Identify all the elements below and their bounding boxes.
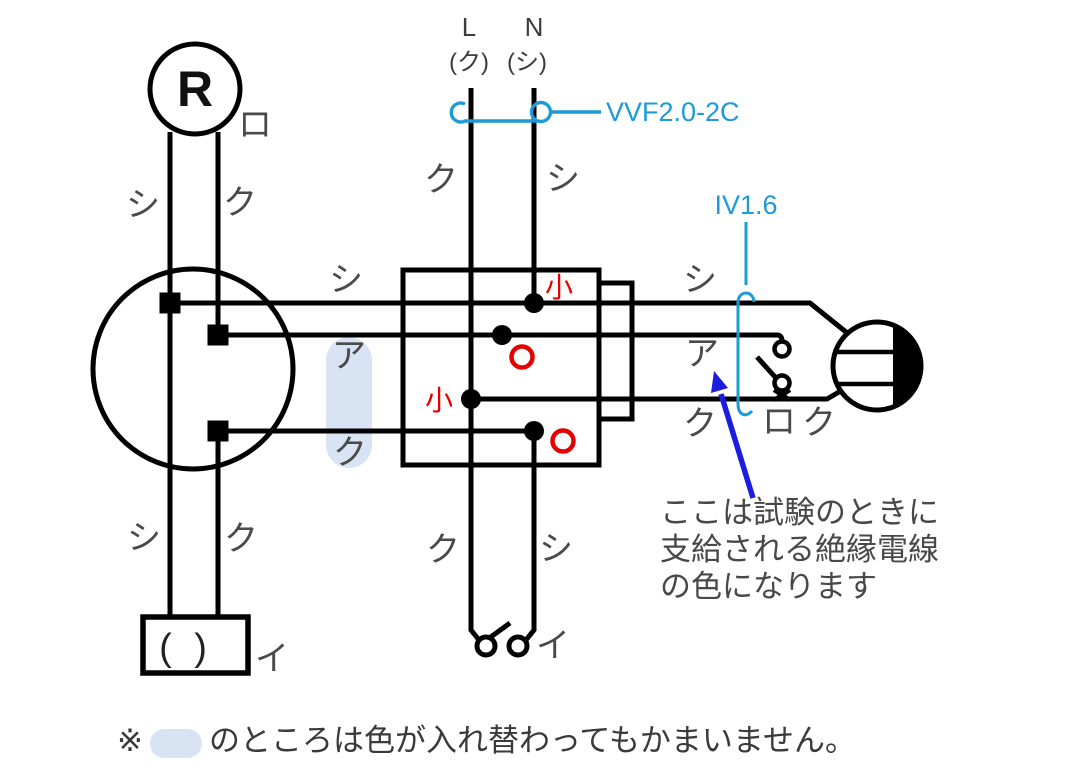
label-device-i-tag: イ xyxy=(255,640,289,678)
cable-entry-rect xyxy=(596,280,635,422)
label-n-color-hint: (シ) xyxy=(507,49,547,76)
label-box-wire-bottom: ク xyxy=(333,434,367,472)
label-bottom-wire-left: ク xyxy=(426,531,460,569)
label-n-wire: シ xyxy=(546,160,580,198)
omitted-device-box: ( ) xyxy=(140,614,251,676)
ceiling-light-crescent xyxy=(893,325,922,407)
outlet-box-circle xyxy=(90,266,296,472)
swap-highlight-pill xyxy=(326,337,372,468)
note-text: のところは色が入れ替わってもかまいません。 xyxy=(208,723,856,758)
note-highlight-swatch xyxy=(149,729,202,758)
terminal-square-middle xyxy=(207,324,229,346)
iv-wire-bracket xyxy=(736,222,756,417)
label-lamp-wire: ク xyxy=(802,404,836,442)
sleeve-small-left: 小 xyxy=(425,385,453,416)
switch-ro-terminal-bottom xyxy=(772,373,792,393)
annotation-line-2: 支給される絶縁電線 xyxy=(660,532,939,567)
annotation-line-1: ここは試験のときに xyxy=(660,495,939,530)
vvf-cable-label: VVF2.0-2C xyxy=(606,97,740,127)
color-swap-note: ※ のところは色が入れ替わってもかまいません。 xyxy=(117,715,856,760)
label-l-wire: ク xyxy=(424,161,458,199)
wire-ku-run-right xyxy=(471,389,841,402)
ring-sleeve-marks: 小 小 xyxy=(425,272,576,454)
label-right-wire-bottom: ク xyxy=(683,405,717,443)
label-box-wire-top: シ xyxy=(329,261,363,299)
annotation-text: ここは試験のときに 支給される絶縁電線 の色になります xyxy=(660,494,939,605)
vvf-cable-marker xyxy=(449,100,601,124)
annotation-arrow-head xyxy=(711,371,728,393)
sleeve-mark-circle-top xyxy=(509,344,535,370)
receptacle-symbol: R xyxy=(177,61,213,117)
label-switch-ro-tag: ロ xyxy=(762,403,796,441)
cable-marker-left-hook xyxy=(449,101,537,124)
junction-dot-2 xyxy=(492,325,512,345)
label-right-wire-top: シ xyxy=(683,261,717,299)
junction-dot-1 xyxy=(524,293,544,313)
wire-shi-run xyxy=(170,300,848,334)
label-receptacle-tag: ロ xyxy=(238,106,272,144)
switch-ro-lever xyxy=(755,355,778,380)
label-r-wire-right: ク xyxy=(223,184,257,222)
outlet-box xyxy=(90,266,296,472)
switch-ro-cross xyxy=(772,388,792,402)
junction-dot-3 xyxy=(461,389,481,409)
label-device-wire-left: シ xyxy=(127,519,161,557)
ceiling-light-terminals xyxy=(835,349,893,387)
ceiling-light xyxy=(830,319,924,413)
note-prefix: ※ xyxy=(117,723,143,758)
label-terminal-n: N xyxy=(525,12,544,42)
iv-wire-marker: IV1.6 xyxy=(714,190,778,417)
iv-wire-label: IV1.6 xyxy=(714,190,777,220)
lamp-receptacle: R xyxy=(147,41,243,137)
label-right-wire-middle: ア xyxy=(685,335,719,373)
label-l-color-hint: (ク) xyxy=(449,49,489,76)
switch-i-terminal-left xyxy=(474,634,498,658)
wire-l-vertical xyxy=(468,88,481,642)
label-bottom-wire-right: シ xyxy=(539,530,573,568)
label-terminal-l: L xyxy=(462,12,476,42)
junction-dots xyxy=(461,293,544,441)
label-device-wire-right: ク xyxy=(224,520,258,558)
terminal-square-top xyxy=(159,292,181,314)
sleeve-mark-circle-bottom xyxy=(550,428,576,454)
receptacle-circle xyxy=(147,41,243,137)
label-r-wire-left: シ xyxy=(126,186,160,224)
terminal-square-bottom xyxy=(207,420,229,442)
omitted-device-rect xyxy=(140,614,251,676)
label-switch-i-tag: イ xyxy=(536,627,570,665)
junction-dot-4 xyxy=(524,421,544,441)
annotation-arrow-shaft xyxy=(718,393,756,499)
sleeve-small-top: 小 xyxy=(545,272,573,303)
connection-box xyxy=(400,267,635,468)
wire-n-vertical-lower xyxy=(524,431,537,642)
switch-ro xyxy=(755,339,792,402)
wire-labels: ロ シ ク L N (ク) (シ) ク シ シ ア ク シ ア ク ロ ク ク … xyxy=(126,12,836,678)
switch-i-terminal-right xyxy=(506,634,530,658)
label-box-wire-middle: ア xyxy=(332,337,366,375)
switch-ro-terminal-top xyxy=(772,339,792,359)
annotation-arrow xyxy=(711,371,756,499)
omitted-device-text: ( ) xyxy=(159,627,213,669)
annotation-line-3: の色になります xyxy=(660,569,877,604)
switch-i xyxy=(474,620,530,658)
